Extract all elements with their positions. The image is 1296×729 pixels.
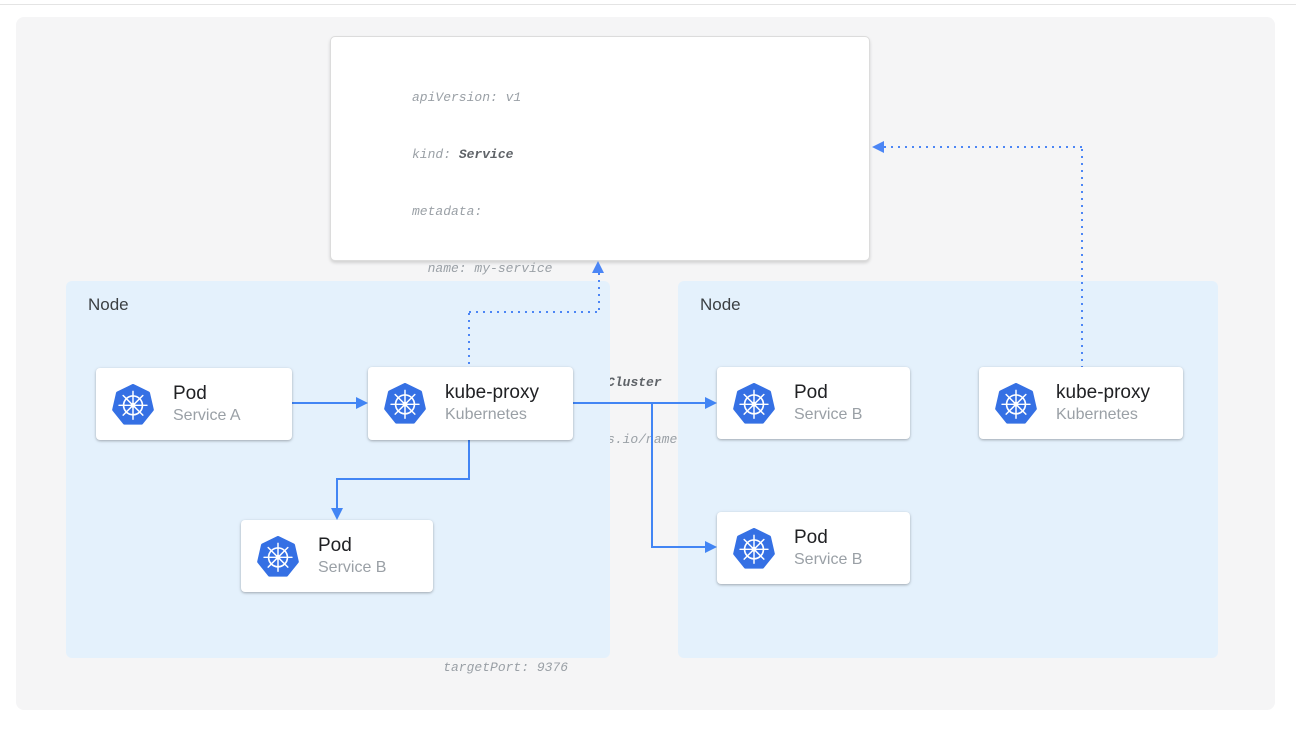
dotted-arrow-left-vertical: [468, 313, 470, 367]
kubernetes-icon: [257, 535, 299, 577]
card-subtitle: Service B: [794, 550, 863, 568]
kubernetes-icon: [733, 527, 775, 569]
kubernetes-icon: [384, 383, 426, 424]
pod-card-service-b-left: Pod Service B: [241, 520, 433, 592]
card-title: Pod: [318, 534, 352, 556]
node-label: Node: [700, 295, 741, 314]
arrow-branch-to-pod-right-bottom-head: [705, 541, 717, 553]
card-subtitle: Service B: [318, 558, 387, 576]
pod-card-service-b-right-top: Pod Service B: [717, 367, 910, 439]
dotted-arrow-right-head: [872, 141, 884, 153]
card-title: Pod: [794, 526, 828, 548]
yaml-line: metadata:: [412, 204, 483, 219]
dotted-arrow-right-horizontal: [884, 146, 1083, 148]
kube-proxy-card-right: kube-proxy Kubernetes: [979, 367, 1183, 439]
card-title: kube-proxy: [1056, 381, 1150, 403]
kube-proxy-card-left: kube-proxy Kubernetes: [368, 367, 573, 440]
arrow-kube-proxy-to-pod-b-left-seg3: [336, 478, 338, 509]
top-divider: [0, 4, 1296, 5]
arrow-pod-a-to-kube-proxy-line: [292, 402, 357, 404]
arrow-pod-a-to-kube-proxy-head: [356, 397, 368, 409]
card-title: Pod: [173, 382, 207, 404]
dotted-arrow-left-head: [592, 261, 604, 273]
node-box-left: Node: [66, 281, 610, 658]
yaml-line: kind: Service: [412, 147, 514, 162]
card-subtitle: Kubernetes: [445, 406, 527, 423]
dotted-arrow-left-horizontal: [469, 311, 600, 313]
card-subtitle: Service B: [794, 405, 863, 423]
arrow-kube-proxy-to-pod-right-top-head: [705, 397, 717, 409]
arrow-kube-proxy-to-pod-right-top-line: [573, 402, 706, 404]
kubernetes-icon: [995, 382, 1037, 424]
card-subtitle: Kubernetes: [1056, 405, 1138, 423]
service-yaml-card: apiVersion: v1 kind: Service metadata: n…: [330, 36, 870, 675]
card-subtitle: Service A: [173, 406, 241, 424]
arrow-branch-to-pod-right-bottom-vertical: [651, 402, 653, 548]
dotted-arrow-left-riser: [598, 273, 600, 313]
kubernetes-icon: [733, 382, 775, 424]
dotted-arrow-right-vertical: [1081, 149, 1083, 367]
kubernetes-icon: [112, 383, 154, 425]
yaml-line: name: my-service: [412, 261, 553, 276]
arrow-kube-proxy-to-pod-b-left-seg1: [468, 439, 470, 480]
pod-card-service-a: Pod Service A: [96, 368, 292, 440]
arrow-kube-proxy-to-pod-b-left-seg2: [336, 478, 470, 480]
arrow-branch-to-pod-right-bottom-line: [651, 546, 706, 548]
arrow-kube-proxy-to-pod-b-left-head: [331, 508, 343, 520]
node-box-right: Node: [678, 281, 1218, 658]
pod-card-service-b-right-bottom: Pod Service B: [717, 512, 910, 584]
card-title: Pod: [794, 381, 828, 403]
yaml-line: apiVersion: v1: [412, 90, 522, 105]
yaml-line: targetPort: 9376: [412, 660, 569, 675]
card-title: kube-proxy: [445, 382, 539, 403]
node-label: Node: [88, 295, 129, 314]
